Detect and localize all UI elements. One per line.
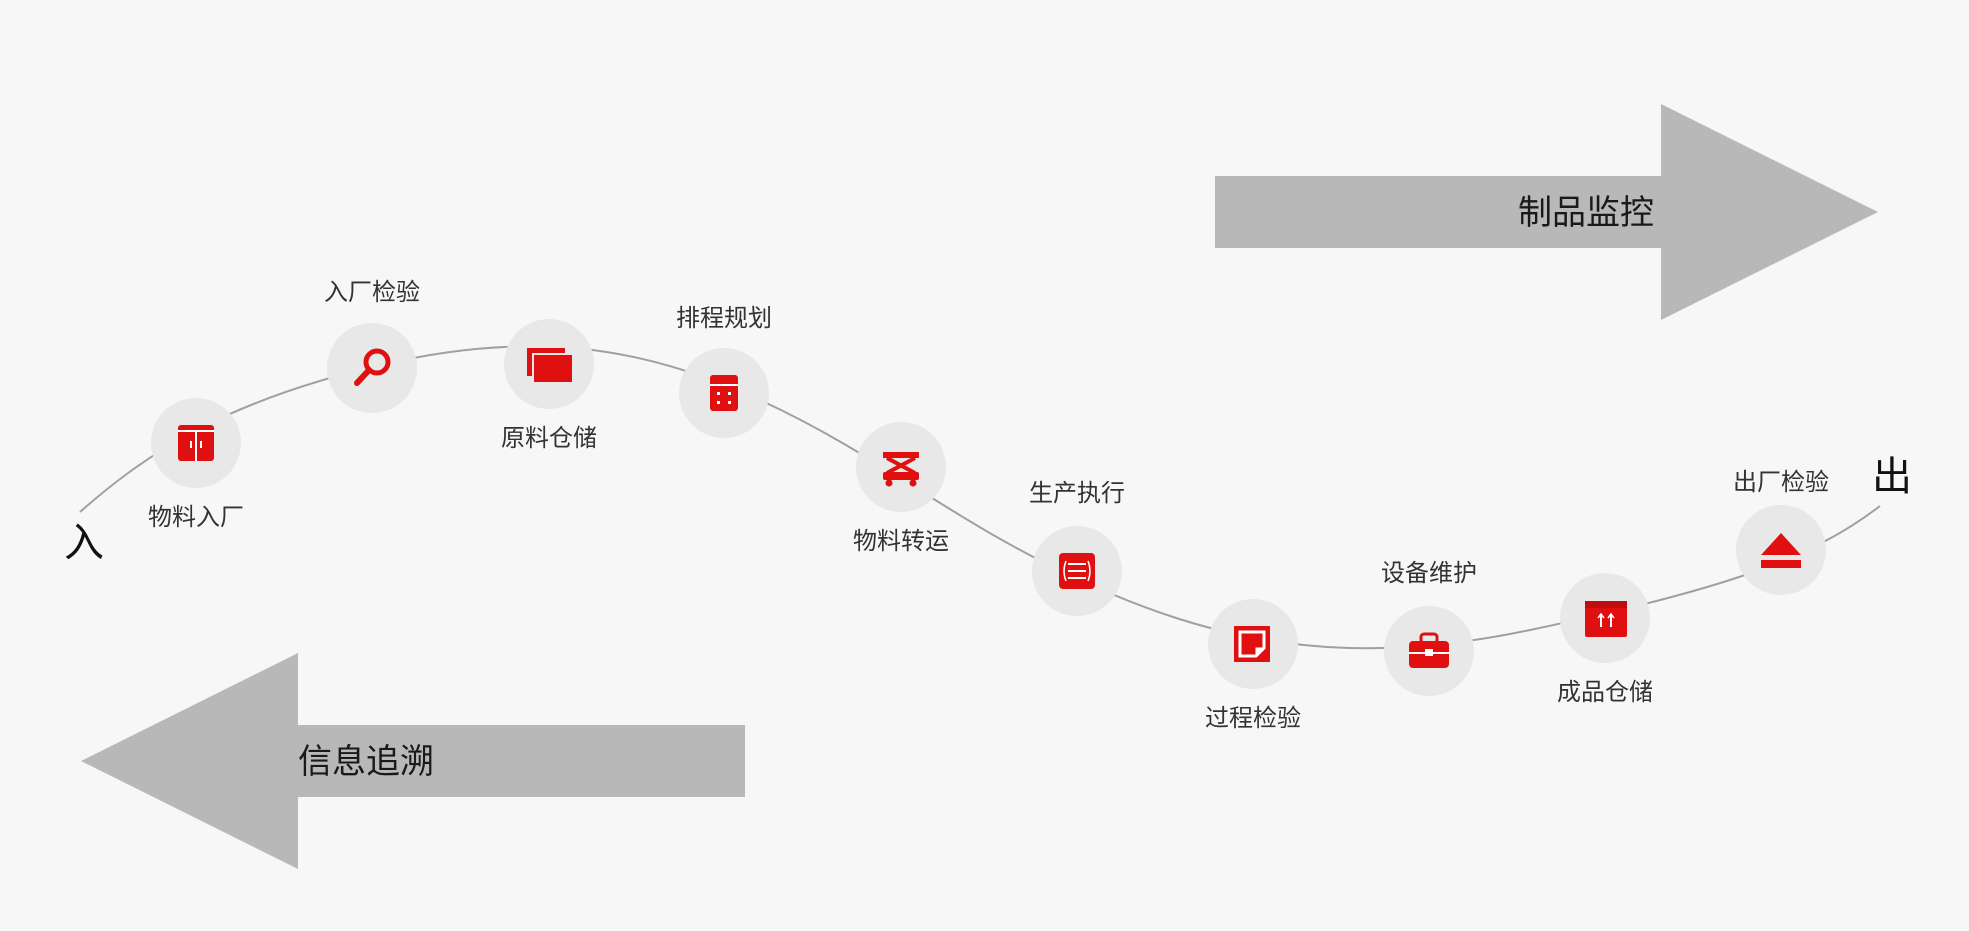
step-raw-material-storage[interactable]: 原料仓储 (501, 319, 597, 452)
step-label: 物料转运 (853, 527, 949, 555)
page-check-icon (1234, 626, 1270, 662)
lift-cart-icon (883, 452, 919, 487)
step-label: 排程规划 (676, 304, 772, 332)
step-incoming-inspection[interactable]: 入厂检验 (324, 278, 420, 413)
step-label: 生产执行 (1029, 479, 1125, 507)
backward-arrow-shape (81, 653, 745, 869)
step-label: 成品仓储 (1557, 678, 1653, 706)
toolbox-icon (1409, 632, 1449, 668)
step-production-execution[interactable]: 生产执行 (1029, 479, 1125, 616)
step-material-transfer[interactable]: 物料转运 (853, 422, 949, 555)
eject-icon (1761, 533, 1801, 568)
backward-arrow-label: 信息追溯 (298, 742, 434, 782)
stacked-folders-icon (527, 348, 574, 384)
step-label: 出厂检验 (1733, 468, 1829, 496)
calendar-icon (710, 375, 738, 411)
step-process-inspection[interactable]: 过程检验 (1205, 599, 1301, 732)
cabinet-icon (178, 425, 214, 461)
step-equipment-maintenance[interactable]: 设备维护 (1381, 559, 1477, 696)
package-box-icon (1585, 601, 1627, 637)
node-circle (327, 323, 417, 413)
start-label: 入 (64, 520, 104, 566)
step-label: 设备维护 (1381, 559, 1477, 587)
step-label: 过程检验 (1205, 704, 1301, 732)
step-scheduling[interactable]: 排程规划 (676, 304, 772, 438)
backward-arrow: 信息追溯 (81, 653, 745, 869)
forward-arrow-label: 制品监控 (1518, 193, 1654, 233)
step-material-intake[interactable]: 物料入厂 (148, 398, 244, 531)
step-label: 物料入厂 (148, 503, 244, 531)
step-label: 原料仓储 (501, 424, 597, 452)
step-outgoing-inspection[interactable]: 出厂检验 (1733, 468, 1829, 595)
list-document-icon (1059, 553, 1095, 589)
forward-arrow: 制品监控 (1215, 104, 1878, 320)
end-label: 出 (1872, 454, 1912, 500)
forward-arrow-shape (1215, 104, 1878, 320)
magnifier-icon (354, 348, 391, 386)
step-finished-goods-storage[interactable]: 成品仓储 (1557, 573, 1653, 706)
step-label: 入厂检验 (324, 278, 420, 306)
